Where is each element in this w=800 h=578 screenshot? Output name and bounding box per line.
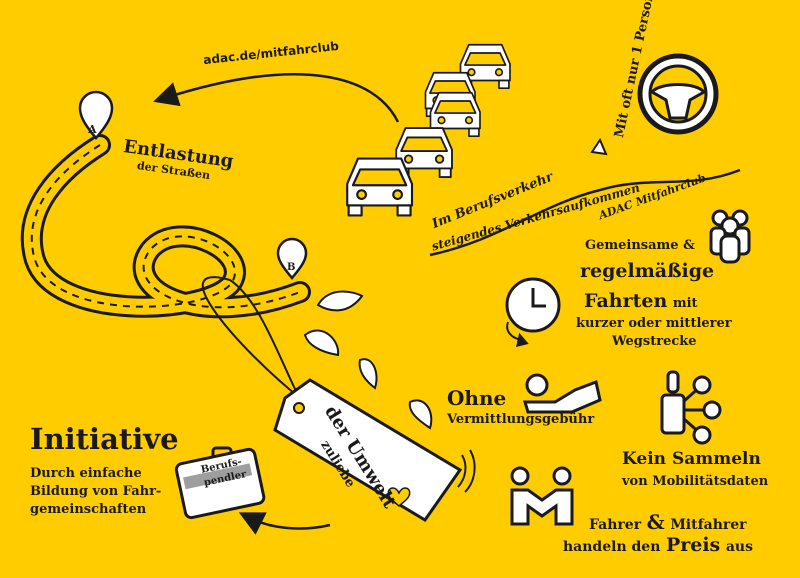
swoosh-line <box>429 168 741 257</box>
price-line2: handeln den Preis aus <box>563 534 753 556</box>
winding-road <box>20 134 311 319</box>
price-fahrer: Fahrer <box>589 517 642 533</box>
price-preis: Preis <box>665 534 721 556</box>
pointer-triangle-icon <box>590 137 608 156</box>
clock-icon <box>505 277 561 348</box>
steering-wheel-icon <box>637 53 719 135</box>
price-mitfahrer: Mitfahrer <box>670 517 747 533</box>
arrow-to-a-icon <box>153 73 400 123</box>
hand-euro-icon <box>522 373 602 414</box>
leaves-decoration <box>303 290 433 430</box>
rides-line3-big: Fahrten <box>584 290 668 312</box>
initiative-line2: Bildung von Fahr- <box>30 484 162 499</box>
initiative-line3: gemeinschaften <box>30 502 147 517</box>
price-handeln: handeln den <box>563 539 661 555</box>
data-subtitle: von Mobilitätsdaten <box>622 474 769 489</box>
rides-line2: regelmäßige <box>580 260 715 282</box>
rides-line5: Wegstrecke <box>612 334 697 349</box>
heart-icon <box>387 487 411 507</box>
pin-b-icon <box>276 237 308 280</box>
rides-line3-small: mit <box>672 296 698 311</box>
initiative-line1: Durch einfache <box>30 466 142 481</box>
rides-line1: Gemeinsame & <box>585 238 695 253</box>
suitcase-icon <box>174 446 266 520</box>
pin-b-label: B <box>287 262 296 273</box>
fee-title: Ohne <box>447 386 507 410</box>
price-tag-shape <box>273 378 463 523</box>
car-queue-icon <box>346 43 511 217</box>
tag-string <box>201 276 301 399</box>
rides-line3: Fahrten mit <box>584 290 698 312</box>
data-title: Kein Sammeln <box>622 449 761 469</box>
people-icon <box>709 209 751 264</box>
data-network-icon <box>660 370 722 445</box>
initiative-title: Initiative <box>30 422 179 456</box>
price-aus: aus <box>725 539 753 555</box>
motion-lines <box>457 449 476 493</box>
pin-a-icon <box>78 90 114 140</box>
handshake-icon <box>510 466 574 526</box>
fee-subtitle: Vermittlungsgebühr <box>447 412 595 427</box>
pin-a-label: A <box>88 123 97 136</box>
arrow-return-icon <box>238 512 331 535</box>
price-line1: Fahrer & Mitfahrer <box>589 510 747 534</box>
rides-line4: kurzer oder mittlerer <box>576 316 732 331</box>
price-amp: & <box>646 510 665 534</box>
